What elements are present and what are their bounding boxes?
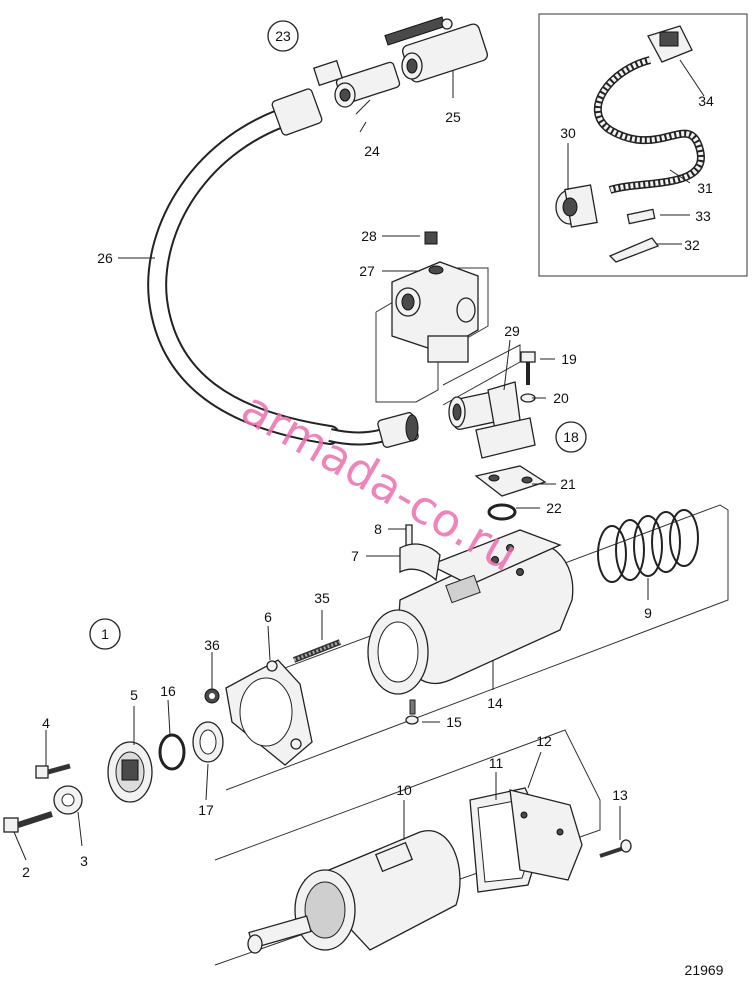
svg-text:1: 1 <box>101 626 109 642</box>
part-label-19: 19 <box>561 351 577 367</box>
part-label-11: 11 <box>489 755 504 771</box>
part-label-6: 6 <box>264 609 272 625</box>
part-label-8: 8 <box>374 521 382 537</box>
part-label-30: 30 <box>560 125 576 141</box>
part-label-35: 35 <box>314 590 330 606</box>
part-label-32: 32 <box>684 237 700 253</box>
oring-22 <box>487 503 517 521</box>
part-label-13: 13 <box>612 787 628 803</box>
part-label-33: 33 <box>695 208 711 224</box>
part-label-5: 5 <box>130 687 138 703</box>
part-label-16: 16 <box>160 683 176 699</box>
part-label-17: 17 <box>198 802 214 818</box>
connector-34 <box>647 25 693 63</box>
terminal-32 <box>608 237 660 263</box>
figure-number: 21969 <box>685 962 724 978</box>
part-label-7: 7 <box>351 548 359 564</box>
pinion-3 <box>53 785 83 815</box>
nut-36 <box>204 688 220 704</box>
part-label-29: 29 <box>504 323 520 339</box>
harness-31 <box>593 56 705 194</box>
part-label-2: 2 <box>22 864 30 880</box>
stud-35 <box>292 639 342 663</box>
connector-housing-30 <box>555 184 598 228</box>
spring-9 <box>597 509 699 583</box>
flange-21 <box>474 465 547 497</box>
part-label-4: 4 <box>42 715 50 731</box>
adapter-24 <box>312 59 401 108</box>
part-label-24: 24 <box>364 143 380 159</box>
part-label-26: 26 <box>97 250 113 266</box>
part-label-14: 14 <box>487 695 503 711</box>
svg-text:23: 23 <box>275 28 291 44</box>
group-label-23: 23 <box>267 20 299 52</box>
inset-frame <box>538 13 748 277</box>
elbow-fitting-29 <box>448 351 536 459</box>
part-label-36: 36 <box>204 637 220 653</box>
bolt-2 <box>3 811 53 833</box>
ball-valve-25 <box>384 16 489 83</box>
part-label-20: 20 <box>553 390 569 406</box>
drive-housing-5 <box>107 741 153 803</box>
part-label-3: 3 <box>80 853 88 869</box>
part-label-22: 22 <box>546 500 562 516</box>
seal-17 <box>192 721 224 763</box>
seal-strip-7 <box>399 543 441 582</box>
hose-assembly <box>147 88 419 448</box>
part-label-28: 28 <box>361 228 377 244</box>
part-labels: 2 3 4 5 6 7 8 9 10 11 12 13 14 15 16 17 … <box>22 93 714 880</box>
leader-lines <box>13 59 705 861</box>
valve-block-27 <box>391 231 479 363</box>
part-label-9: 9 <box>644 605 652 621</box>
part-label-31: 31 <box>697 180 713 196</box>
svg-text:18: 18 <box>563 429 579 445</box>
part-label-27: 27 <box>359 263 375 279</box>
end-cover-12 <box>509 789 583 881</box>
group-frame-elbow <box>442 344 521 406</box>
part-label-34: 34 <box>698 93 714 109</box>
pin-33 <box>626 208 656 225</box>
bolt-4 <box>35 763 71 779</box>
screw-13 <box>599 839 632 858</box>
part-label-10: 10 <box>396 782 412 798</box>
group-label-1: 1 <box>89 618 121 650</box>
group-label-18: 18 <box>555 421 587 453</box>
part-label-12: 12 <box>536 733 552 749</box>
part-label-25: 25 <box>445 109 461 125</box>
ring-16 <box>158 733 186 771</box>
part-label-21: 21 <box>560 476 576 492</box>
starter-motor-10 <box>247 830 461 954</box>
group-frame-starter <box>214 729 601 966</box>
solenoid-housing-14 <box>367 529 574 695</box>
bolt-15 <box>405 699 419 725</box>
mounting-flange-6 <box>225 659 313 766</box>
part-label-15: 15 <box>446 714 462 730</box>
